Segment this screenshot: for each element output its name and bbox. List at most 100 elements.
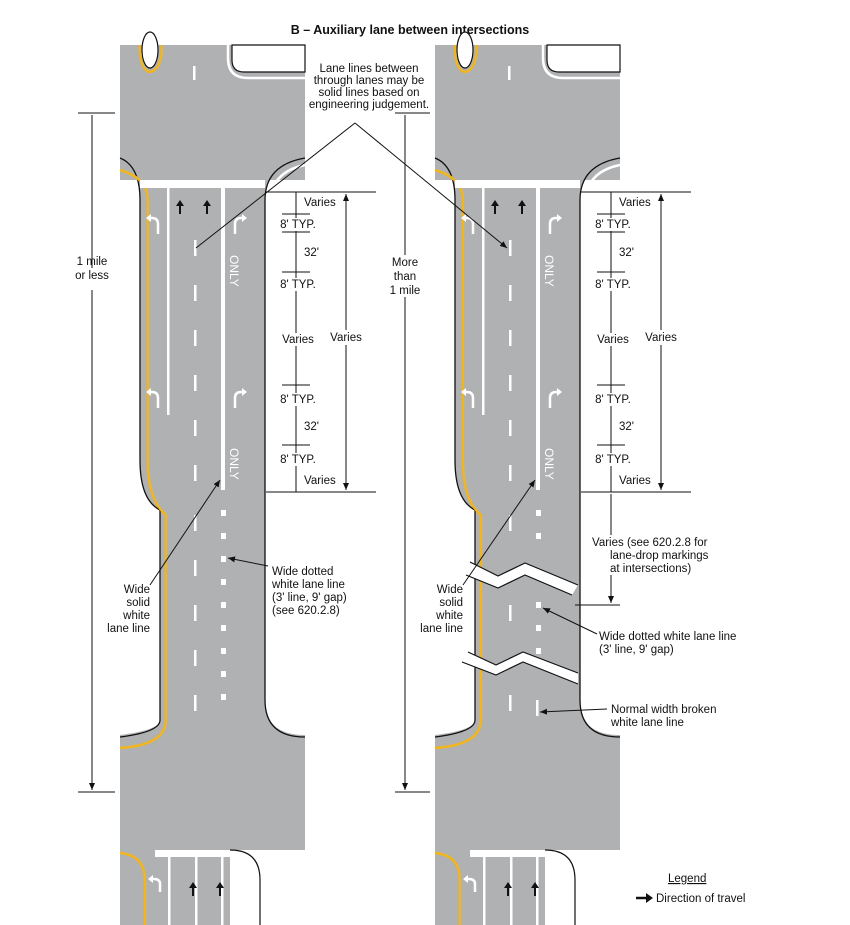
wide-dotted-lane-line xyxy=(536,625,541,631)
svg-text:Wide dotted: Wide dotted xyxy=(272,566,333,578)
normal-broken-lane-line xyxy=(536,700,539,716)
svg-text:Lane lines between: Lane lines between xyxy=(319,63,418,75)
svg-text:lane line: lane line xyxy=(107,623,150,635)
svg-text:white: white xyxy=(122,610,150,622)
callout-wide-dotted-right: Wide dotted white lane line (3' line, 9'… xyxy=(542,607,736,656)
svg-text:solid: solid xyxy=(439,597,463,609)
svg-text:More: More xyxy=(392,257,418,269)
dimension-label: 8' TYP. xyxy=(280,279,316,291)
svg-text:lane line: lane line xyxy=(420,623,463,635)
dimension-label: Varies xyxy=(619,475,651,487)
broken-lane-line xyxy=(509,375,512,391)
broken-lane-line xyxy=(509,420,512,436)
legend-item: Direction of travel xyxy=(656,893,745,905)
callout-wide-solid-right: Wide solid white lane line xyxy=(420,479,536,635)
legend: Legend Direction of travel xyxy=(636,873,745,905)
svg-text:(3' line, 9' gap): (3' line, 9' gap) xyxy=(599,644,674,656)
callout-wide-dotted-left: Wide dotted white lane line (3' line, 9'… xyxy=(227,556,347,617)
right-road xyxy=(433,30,622,925)
broken-lane-line xyxy=(194,650,197,666)
wide-dotted-lane-line xyxy=(536,648,541,654)
svg-text:Wide: Wide xyxy=(124,584,150,596)
lane-word-only: ONLY xyxy=(227,448,241,480)
wide-dotted-lane-line xyxy=(536,602,541,608)
callout-lane-lines: Lane lines between through lanes may be … xyxy=(195,63,507,248)
wide-dotted-lane-line xyxy=(221,556,226,562)
break-lines xyxy=(461,561,579,685)
legend-title: Legend xyxy=(668,873,706,885)
broken-lane-line xyxy=(194,515,197,531)
svg-text:white: white xyxy=(435,610,463,622)
wide-dotted-lane-line xyxy=(221,625,226,631)
broken-lane-line xyxy=(194,330,197,346)
svg-text:lane-drop markings: lane-drop markings xyxy=(610,550,709,562)
dimension-label: 32' xyxy=(304,421,319,433)
svg-text:white lane line: white lane line xyxy=(610,717,684,729)
dimension-label: 8' TYP. xyxy=(280,454,316,466)
svg-text:than: than xyxy=(394,271,416,283)
wide-dotted-lane-line xyxy=(221,694,226,700)
callout-wide-solid-left: Wide solid white lane line xyxy=(107,479,221,635)
svg-text:Normal width broken: Normal width broken xyxy=(611,704,716,716)
dimension-label: Varies xyxy=(304,475,336,487)
wide-dotted-lane-line xyxy=(221,648,226,654)
callout-normal-broken-right: Normal width broken white lane line xyxy=(539,704,716,729)
overall-dimension-label: Varies xyxy=(645,332,677,344)
left-distance-dimension: 1 mile or less xyxy=(75,112,115,792)
svg-text:1 mile: 1 mile xyxy=(390,285,421,297)
dimension-label: Varies xyxy=(597,334,629,346)
overall-dimension-label: Varies xyxy=(330,332,362,344)
svg-text:solid lines based on: solid lines based on xyxy=(318,87,419,99)
wide-dotted-lane-line xyxy=(221,579,226,585)
dimension-label: 8' TYP. xyxy=(595,279,631,291)
wide-dotted-lane-line xyxy=(221,510,226,516)
dimension-label: Varies xyxy=(282,334,314,346)
svg-text:engineering judgement.: engineering judgement. xyxy=(309,99,429,111)
svg-text:through lanes may be: through lanes may be xyxy=(314,75,425,87)
lane-word-only: ONLY xyxy=(542,255,556,287)
broken-lane-line xyxy=(509,695,512,711)
dimension-line xyxy=(581,191,691,493)
left-road xyxy=(118,30,307,925)
svg-text:Wide: Wide xyxy=(437,584,463,596)
broken-lane-line xyxy=(194,465,197,481)
broken-lane-line xyxy=(509,515,512,531)
diagram-title: B – Auxiliary lane between intersections xyxy=(291,23,530,37)
dimension-label: 8' TYP. xyxy=(280,219,316,231)
dimension-label: Varies xyxy=(304,197,336,209)
dimension-line xyxy=(266,191,376,493)
svg-text:solid: solid xyxy=(126,597,150,609)
wide-dotted-lane-line xyxy=(221,671,226,677)
dimension-label: 32' xyxy=(619,421,634,433)
broken-lane-line xyxy=(194,560,197,576)
svg-text:white lane line: white lane line xyxy=(271,579,345,591)
wide-dotted-lane-line xyxy=(536,510,541,516)
broken-lane-line xyxy=(509,605,512,621)
lane-word-only: ONLY xyxy=(542,448,556,480)
dimension-label: 8' TYP. xyxy=(280,394,316,406)
broken-lane-line xyxy=(509,465,512,481)
broken-lane-line xyxy=(194,375,197,391)
broken-lane-line xyxy=(509,240,512,256)
wide-dotted-lane-line xyxy=(221,602,226,608)
svg-text:(3' line, 9' gap): (3' line, 9' gap) xyxy=(272,592,347,604)
broken-lane-line xyxy=(194,605,197,621)
svg-text:(see 620.2.8): (see 620.2.8) xyxy=(272,605,340,617)
lane-word-only: ONLY xyxy=(227,255,241,287)
svg-text:at intersections): at intersections) xyxy=(610,563,691,575)
wide-dotted-lane-line xyxy=(221,533,226,539)
right-distance-dimension: More than 1 mile xyxy=(390,112,430,792)
dimension-label: 32' xyxy=(619,247,634,259)
broken-lane-line xyxy=(509,285,512,301)
broken-lane-line xyxy=(194,695,197,711)
broken-lane-line xyxy=(509,330,512,346)
broken-lane-line xyxy=(194,240,197,256)
dimension-label: 8' TYP. xyxy=(595,219,631,231)
svg-text:or less: or less xyxy=(75,270,109,282)
broken-lane-line xyxy=(194,420,197,436)
wide-dotted-lane-line xyxy=(536,533,541,539)
lane-drop-dimension: Varies (see 620.2.8 for lane-drop markin… xyxy=(575,494,709,605)
